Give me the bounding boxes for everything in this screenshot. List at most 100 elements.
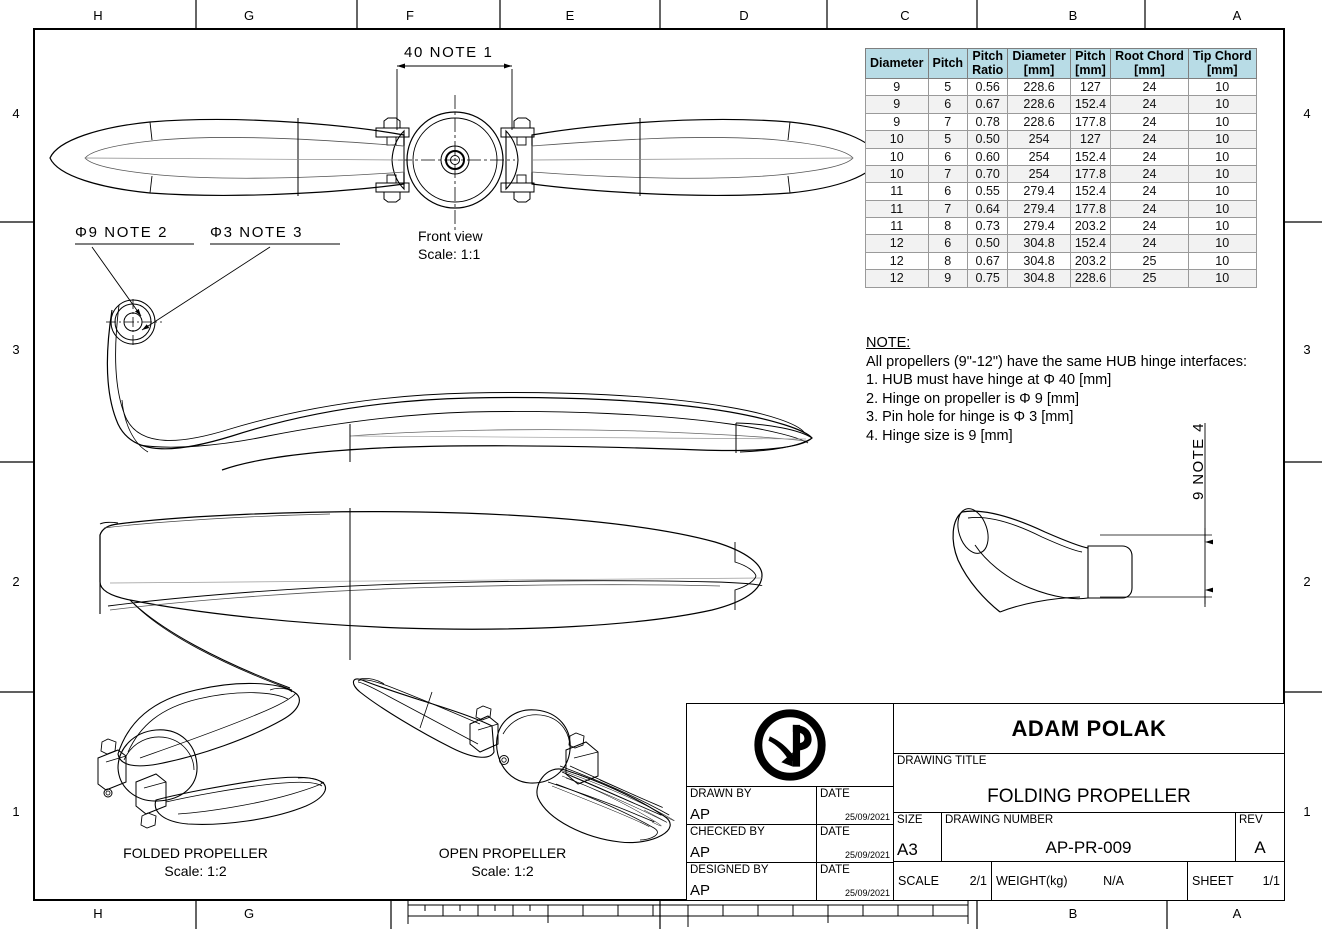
table-cell: 6 <box>927 234 969 253</box>
table-cell: 6 <box>927 147 969 166</box>
zone-label-bottom-g: G <box>243 906 255 921</box>
sheet-label: SHEET <box>1192 874 1234 888</box>
table-cell: 0.50 <box>967 234 1009 253</box>
table-cell: 0.73 <box>967 216 1009 236</box>
table-cell: 127 <box>1069 130 1112 149</box>
drawing-title-label: DRAWING TITLE <box>897 755 987 767</box>
drawing-number-label: DRAWING NUMBER <box>945 814 1054 826</box>
table-cell: 10 <box>1187 147 1257 166</box>
front-view-name: Front view <box>418 228 483 244</box>
table-cell: 228.6 <box>1069 269 1112 288</box>
checked-date-cell: DATE 25/09/2021 <box>817 825 893 862</box>
zone-label-top-f: F <box>406 8 414 23</box>
folded-propeller-scale: Scale: 1:2 <box>164 862 227 879</box>
table-cell: 0.70 <box>967 164 1009 184</box>
drawn-by-label: DRAWN BY <box>690 788 752 800</box>
table-cell: 0.67 <box>967 95 1009 114</box>
table-cell: 0.50 <box>967 130 1009 149</box>
drawing-frame <box>33 28 1285 901</box>
drawn-date-value: 25/09/2021 <box>844 812 890 822</box>
table-cell: 304.8 <box>1007 234 1071 253</box>
table-cell: 203.2 <box>1069 216 1112 236</box>
table-cell: 10 <box>1187 77 1257 97</box>
drawing-number-row: SIZE A3 DRAWING NUMBER AP-PR-009 REV A <box>894 813 1284 862</box>
table-cell: 10 <box>1187 95 1257 114</box>
drawn-date-label: DATE <box>820 788 850 800</box>
open-propeller-label: OPEN PROPELLER Scale: 1:2 <box>395 845 610 880</box>
table-cell: 12 <box>865 251 929 271</box>
scale-ruler <box>407 901 969 927</box>
table-cell: 7 <box>927 199 969 219</box>
checked-by-cell: CHECKED BY AP <box>687 825 817 862</box>
zone-label-top-e: E <box>565 8 575 23</box>
zone-label-top-d: D <box>739 8 749 23</box>
col-header-root-chord-mm: Root Chord[mm] <box>1110 48 1189 79</box>
weight-value: N/A <box>1103 874 1124 888</box>
checked-date-value: 25/09/2021 <box>844 850 890 860</box>
designed-by-cell: DESIGNED BY AP <box>687 863 817 900</box>
table-cell: 11 <box>865 182 929 201</box>
table-cell: 5 <box>927 130 969 149</box>
zone-label-bottom-h: H <box>93 906 103 921</box>
table-cell: 10 <box>1187 130 1257 149</box>
col-header-diameter: Diameter <box>865 48 929 79</box>
drawing-title-cell: DRAWING TITLE FOLDING PROPELLER <box>894 754 1284 813</box>
table-cell: 0.60 <box>967 147 1009 166</box>
zone-label-top-g: G <box>243 8 255 23</box>
scale-weight-sheet-row: SCALE 2/1 WEIGHT(kg) N/A SHEET 1/1 <box>894 862 1284 900</box>
drawing-number-cell: DRAWING NUMBER AP-PR-009 <box>942 813 1236 861</box>
size-cell: SIZE A3 <box>894 813 942 861</box>
note-item-1: 1. HUB must have hinge at Φ 40 [mm] <box>866 372 1112 389</box>
designed-by-value: AP <box>690 882 711 899</box>
zone-label-left-4: 4 <box>12 106 20 121</box>
folded-propeller-label: FOLDED PROPELLER Scale: 1:2 <box>88 845 303 880</box>
table-cell: 10 <box>1187 182 1257 201</box>
table-cell: 6 <box>927 95 969 114</box>
table-cell: 24 <box>1110 77 1189 97</box>
table-cell: 0.56 <box>967 77 1009 97</box>
zone-label-right-1: 1 <box>1303 804 1311 819</box>
table-cell: 24 <box>1110 234 1189 253</box>
table-cell: 5 <box>927 77 969 97</box>
table-cell: 8 <box>927 251 969 271</box>
table-cell: 279.4 <box>1007 199 1071 219</box>
table-cell: 7 <box>927 112 969 132</box>
table-cell: 304.8 <box>1007 251 1071 271</box>
table-cell: 9 <box>865 95 929 114</box>
zone-label-top-b: B <box>1068 8 1078 23</box>
table-cell: 8 <box>927 216 969 236</box>
table-cell: 177.8 <box>1069 199 1112 219</box>
title-block-right: ADAM POLAK DRAWING TITLE FOLDING PROPELL… <box>894 704 1284 900</box>
table-cell: 279.4 <box>1007 216 1071 236</box>
designed-date-value: 25/09/2021 <box>844 888 890 898</box>
table-cell: 9 <box>865 77 929 97</box>
tip-detail-view-geometry <box>952 423 1214 613</box>
table-cell: 228.6 <box>1007 95 1071 114</box>
table-cell: 9 <box>927 269 969 288</box>
drawn-by-row: DRAWN BY AP DATE 25/09/2021 <box>687 787 893 825</box>
zone-label-right-4: 4 <box>1303 106 1311 121</box>
table-cell: 7 <box>927 164 969 184</box>
checked-date-label: DATE <box>820 826 850 838</box>
front-view-label: Front view Scale: 1:1 <box>418 228 483 263</box>
table-cell: 254 <box>1007 147 1071 166</box>
table-cell: 177.8 <box>1069 164 1112 184</box>
table-cell: 25 <box>1110 269 1189 288</box>
table-cell: 11 <box>865 199 929 219</box>
table-cell: 10 <box>1187 112 1257 132</box>
open-propeller-iso-geometry <box>352 677 675 844</box>
drawing-number-value: AP-PR-009 <box>1045 838 1132 857</box>
table-cell: 127 <box>1069 77 1112 97</box>
table-cell: 10 <box>865 147 929 166</box>
table-cell: 24 <box>1110 182 1189 201</box>
table-cell: 10 <box>865 164 929 184</box>
title-block: DRAWN BY AP DATE 25/09/2021 CHECKED BY A… <box>686 703 1285 901</box>
